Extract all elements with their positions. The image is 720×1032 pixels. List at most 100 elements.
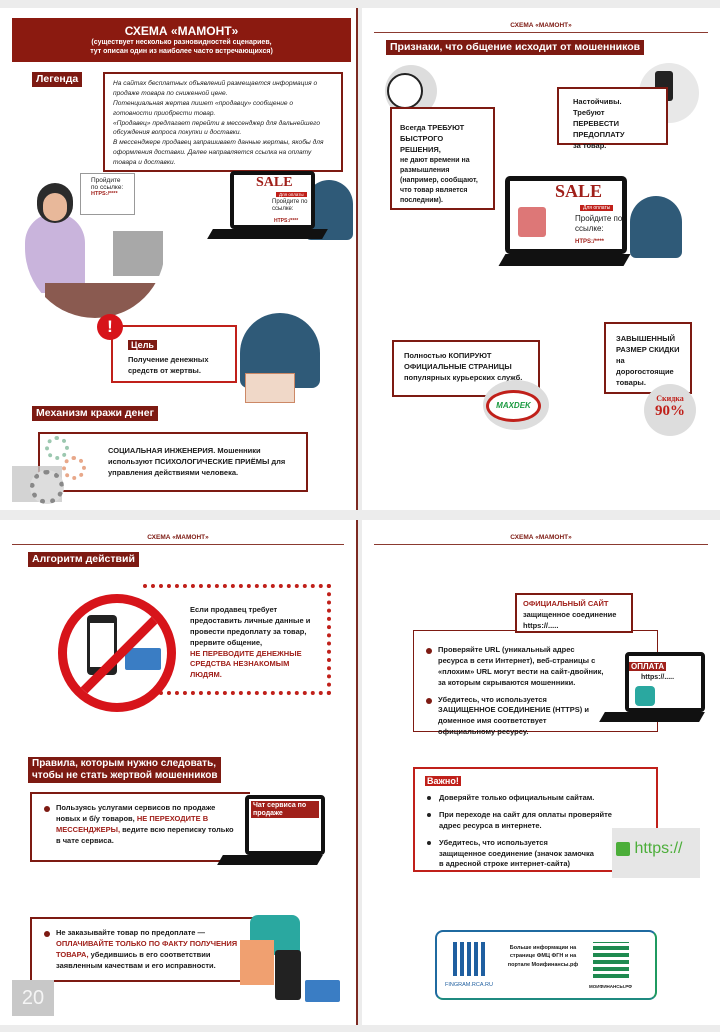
pay-url: https://..... bbox=[641, 674, 675, 681]
bubble-link: HTPS:/**** bbox=[91, 191, 118, 197]
text: Убедитесь, что используется защищенное с… bbox=[439, 837, 594, 869]
goal-text: Получение денежных средств от жертвы. bbox=[128, 355, 209, 375]
text: защищенное соединение bbox=[523, 609, 617, 619]
text: ведите всю переписку только в чате серви… bbox=[56, 824, 234, 845]
text: Убедитесь, что используется ЗАЩИЩЕННОЕ С… bbox=[438, 694, 589, 737]
https-address-bar: https:// bbox=[612, 828, 700, 878]
laptop-text: Пройдите по ссылке: bbox=[575, 214, 623, 233]
text: на дорогостоящие товары. bbox=[616, 355, 674, 387]
text: для управления действиями человека. bbox=[108, 456, 286, 477]
text: Полностью КОПИРУЮТ ОФИЦИАЛЬНЫЕ СТРАНИЦЫ bbox=[404, 351, 512, 371]
page-number: 20 bbox=[12, 980, 54, 1016]
gears-icon bbox=[62, 456, 86, 480]
shopping-illustration bbox=[240, 895, 345, 1020]
text: 90% bbox=[655, 403, 685, 419]
laptop-keyboard bbox=[599, 712, 705, 722]
text: Доверяйте только официальным сайтам. bbox=[439, 793, 595, 803]
bubble-text: Пройдите по ссылке: bbox=[91, 177, 124, 191]
signs-label: Признаки, что общение исходит от мошенни… bbox=[386, 40, 645, 55]
text: Всегда ТРЕБУЮТ БЫСТРОГО РЕШЕНИЯ, bbox=[400, 123, 465, 154]
text: Настойчивы. Требуют bbox=[573, 97, 622, 117]
text: ОПЛАЧИВАЙТЕ ТОЛЬКО ПО ФАКТУ ПОЛУЧЕНИЯ ТО… bbox=[56, 938, 238, 959]
footer-text: Больше информации на странице ФМЦ ФГН и … bbox=[507, 945, 579, 968]
fake-courier-logo: MAXDEK bbox=[483, 380, 549, 430]
text: убедившись в его соответствии заявленным… bbox=[56, 949, 216, 970]
rule-box-prepayment: Не заказывайте товар по предоплате — ОПЛ… bbox=[30, 917, 260, 982]
gears-icon bbox=[30, 470, 64, 504]
mechanism-label: Механизм кражи денег bbox=[32, 406, 158, 421]
goal-label: Цель bbox=[128, 340, 157, 350]
text: Проверяйте URL (уникальный адрес ресурса… bbox=[438, 645, 604, 687]
pay-label: ОПЛАТА bbox=[629, 662, 667, 671]
text: ПСИХОЛОГИЧЕСКИЕ ПРИЁМЫ bbox=[154, 456, 270, 466]
text: https:// bbox=[634, 840, 683, 857]
laptop-keyboard bbox=[207, 229, 328, 239]
hacker-money-illustration bbox=[240, 313, 320, 403]
footer-link-right[interactable]: МОИФИНАНСЫ.РФ bbox=[589, 984, 632, 989]
sale-text: SALE bbox=[256, 175, 293, 190]
text: Скидка bbox=[656, 394, 684, 403]
text: Не заказывайте товар по предоплате — bbox=[56, 928, 206, 937]
sale-text: SALE bbox=[555, 181, 603, 201]
legend-line: На сайтах бесплатных объявлений размещае… bbox=[113, 80, 318, 97]
hacker-figure bbox=[630, 196, 682, 258]
lock-icon bbox=[616, 842, 630, 856]
laptop-illustration: ОПЛАТА https://..... bbox=[625, 652, 705, 712]
legend-line: В мессенджере продавец запрашивает данны… bbox=[113, 139, 324, 167]
laptop-illustration: Чат сервиса по продаже bbox=[245, 795, 325, 855]
laptop-illustration: SALE Для оплаты Пройдите по ссылке: HTPS… bbox=[230, 171, 315, 229]
page-subtitle: (существует несколько разновидностей сце… bbox=[90, 39, 273, 56]
legend-box: На сайтах бесплатных объявлений размещае… bbox=[103, 72, 343, 172]
text: MAXDEK bbox=[486, 390, 541, 422]
text: СОЦИАЛЬНАЯ ИНЖЕНЕРИЯ. bbox=[108, 446, 216, 455]
algorithm-text: Если продавец требует предоставить личны… bbox=[190, 605, 320, 681]
page-header: СХЕМА «МАМОНТ» bbox=[374, 534, 708, 545]
footer-link-left[interactable]: FINGRAM.RCA.RU bbox=[445, 982, 493, 988]
page-3: СХЕМА «МАМОНТ» Алгоритм действий Если пр… bbox=[0, 520, 356, 1025]
legend-line: «Продавец» предлагает перейти в мессендж… bbox=[113, 119, 321, 137]
legend-label: Легенда bbox=[32, 72, 83, 87]
speech-bubble: Пройдите по ссылке: HTPS:/**** bbox=[80, 173, 135, 215]
chat-label: Чат сервиса по продаже bbox=[251, 801, 319, 819]
algorithm-label: Алгоритм действий bbox=[28, 552, 139, 567]
rule-box-messengers: Пользуясь услугами сервисов по продаже н… bbox=[30, 792, 250, 862]
gears-icon bbox=[45, 436, 69, 460]
laptop-link: HTPS:/**** bbox=[274, 218, 299, 224]
page-divider bbox=[356, 520, 358, 1025]
laptop-text: Пройдите по ссылке: bbox=[272, 199, 308, 213]
legend-line: Потенциальная жертва пишет «продавцу» со… bbox=[113, 99, 294, 117]
rules-label: Правила, которым нужно следовать, чтобы … bbox=[28, 757, 222, 783]
text: не дают времени на размышления (например… bbox=[400, 156, 478, 205]
text: Мошенники используют bbox=[108, 446, 261, 466]
text: ОФИЦИАЛЬНЫЙ САЙТ bbox=[523, 599, 609, 608]
warning-icon: ! bbox=[97, 314, 123, 340]
pay-badge: Для оплаты bbox=[276, 192, 307, 197]
text: за товар. bbox=[573, 140, 607, 150]
goal-box: Цель Получение денежных средств от жертв… bbox=[111, 325, 237, 383]
text: популярных курьерских служб. bbox=[404, 372, 523, 382]
title-banner: СХЕМА «МАМОНТ» (существует несколько раз… bbox=[12, 18, 351, 62]
page-4: СХЕМА «МАМОНТ» Проверяйте URL (уникальны… bbox=[362, 520, 720, 1025]
qr-code-fingram bbox=[453, 942, 487, 976]
laptop-keyboard bbox=[217, 855, 323, 865]
pay-badge: Для оплаты bbox=[580, 205, 614, 211]
footer-info-box: FINGRAM.RCA.RU Больше информации на стра… bbox=[435, 930, 657, 1000]
text: НЕ ПЕРЕВОДИТЕ ДЕНЕЖНЫЕ СРЕДСТВА НЕЗНАКОМ… bbox=[190, 648, 302, 680]
text: НЕ ПЕРЕХОДИТЕ В МЕССЕНДЖЕРЫ, bbox=[56, 813, 209, 834]
text: https://..... bbox=[523, 620, 559, 630]
dotted-box bbox=[143, 584, 331, 695]
no-payment-icon bbox=[58, 594, 176, 712]
page-divider bbox=[356, 8, 358, 510]
page-header: СХЕМА «МАМОНТ» bbox=[12, 534, 344, 545]
page-title: СХЕМА «МАМОНТ» bbox=[124, 24, 239, 38]
text: Пользуясь услугами сервисов по продаже н… bbox=[56, 803, 216, 823]
laptop-link: HTPS:/**** bbox=[575, 239, 605, 245]
page-header: СХЕМА «МАМОНТ» bbox=[374, 22, 708, 33]
page-2: СХЕМА «МАМОНТ» Признаки, что общение исх… bbox=[362, 8, 720, 510]
laptop-keyboard bbox=[498, 254, 631, 266]
text: Если продавец требует предоставить личны… bbox=[190, 605, 311, 647]
